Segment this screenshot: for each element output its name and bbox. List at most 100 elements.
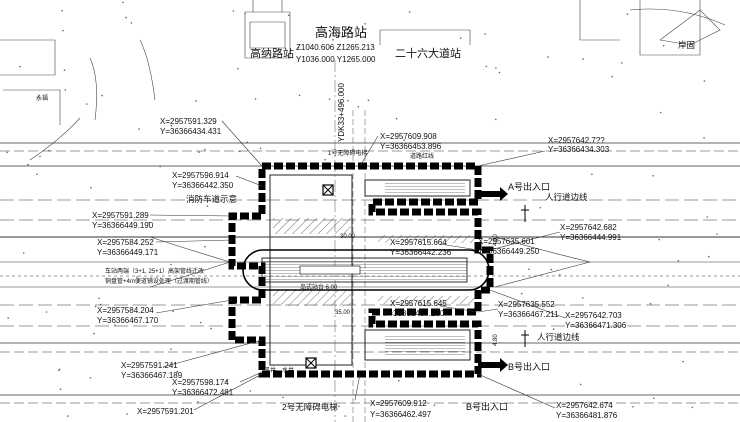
survey-dot (63, 69, 66, 71)
coord-x: X=2957642.674 (556, 401, 613, 410)
survey-dot (225, 380, 228, 383)
survey-dot (39, 155, 41, 158)
coord-x: X=2957642.682 (560, 223, 617, 232)
elevator-2-label: 2号无障碍电梯 (282, 402, 338, 412)
survey-dot (632, 406, 634, 408)
coord-y: Y=36366442.350 (172, 181, 234, 190)
survey-dot (344, 415, 347, 417)
survey-dot (62, 29, 64, 32)
survey-dot (582, 58, 584, 60)
dim-label-4: 4.80 (493, 334, 499, 346)
wind-well-label: 风井 (264, 366, 276, 374)
survey-dot (136, 276, 138, 278)
survey-points (6, 1, 718, 417)
coord-group-c8: X=2957591.201 (137, 407, 194, 416)
survey-dot (433, 404, 436, 407)
survey-dot (579, 383, 582, 386)
survey-dot (338, 405, 340, 408)
survey-dot (649, 302, 652, 305)
coord-y: Y=36366471.306 (565, 321, 627, 330)
survey-dot (357, 106, 360, 108)
survey-dot (659, 111, 662, 114)
survey-dot (98, 297, 100, 300)
coord-y: Y=36366434.303 (548, 145, 610, 154)
coord-x: X=2957584.204 (97, 306, 154, 315)
coord-group-c15: X=2957635.552 Y=36366467.211 (498, 300, 559, 319)
coord-group-c3: X=2957591.289 Y=36366449.190 (92, 211, 154, 230)
crosswalk-a-label: 人行道边线 (545, 192, 588, 202)
coord-y: Y=36366467.211 (498, 310, 559, 319)
survey-dot (582, 297, 584, 299)
survey-dot (706, 216, 708, 218)
track-note-2: 铜盘管+4m便道铺设处理（过渡期管线） (105, 277, 213, 285)
survey-dot (89, 377, 92, 379)
station-title: 高海路站 (315, 25, 367, 40)
exit-arrows (478, 187, 508, 372)
survey-dot (559, 274, 561, 276)
coord-x: X=2957598.174 (172, 378, 229, 387)
coord-x: X=2957591.241 (121, 361, 178, 370)
survey-dot (498, 71, 501, 74)
survey-dot (19, 65, 21, 68)
survey-dot (57, 369, 60, 372)
elevator-boxes (305, 184, 334, 369)
coord-x: X=2957609.908 (380, 132, 437, 141)
survey-dot (367, 99, 370, 102)
survey-dot (210, 327, 212, 330)
survey-dot (485, 65, 488, 68)
dim-label-3: 35.00 (335, 310, 351, 316)
dim-label-2: 4.80 (493, 234, 499, 246)
survey-dot (611, 75, 613, 78)
crosswalk-b-label: 人行道边线 (537, 332, 580, 342)
coord-y: Y=36366434.431 (160, 127, 222, 136)
survey-dot (626, 13, 629, 15)
survey-dot (403, 139, 405, 141)
survey-dot (398, 379, 400, 382)
coord-y: Y=36366472.481 (172, 388, 234, 397)
elevator-1-label: 1号无障碍电梯 (328, 149, 367, 157)
survey-dot (197, 401, 199, 403)
survey-dot (172, 310, 174, 313)
survey-dot (90, 186, 92, 189)
survey-dot (287, 14, 290, 17)
survey-dot (198, 151, 200, 153)
survey-dot (297, 46, 300, 49)
survey-dot (520, 292, 523, 295)
road-red-line-label: 道路红线 (410, 152, 434, 160)
coord-x: X=2957615.664 (390, 238, 447, 247)
survey-dot (408, 11, 411, 13)
coord-group-c12: X=2957642.682 Y=36366444.991 (560, 223, 622, 242)
coord-x: X=2957609.912 (370, 399, 427, 408)
station-coords-line1: Z1040.606 Z1265.213 (296, 43, 375, 52)
survey-dot (552, 328, 555, 330)
survey-dot (495, 67, 497, 69)
left-station-name: 高纳路站 (250, 46, 294, 60)
coord-x: X=2957635.552 (498, 300, 555, 309)
survey-dot (653, 397, 655, 400)
coord-x: X=2957642.7?? (548, 136, 605, 145)
survey-dot (101, 94, 103, 97)
coord-group-c10: X=2957615.664 Y=36366442.236 (390, 238, 452, 257)
survey-dot (64, 89, 67, 91)
survey-dot (170, 263, 172, 266)
coord-y: Y=36366462.497 (370, 410, 432, 419)
survey-dot (27, 163, 29, 166)
survey-dot (691, 406, 694, 409)
survey-dot (282, 396, 284, 399)
coord-group-c17: X=2957609.912 Y=36366462.497 (370, 399, 432, 419)
coord-y: Y=36366481.876 (556, 411, 618, 420)
fire-lane-label: 消防车道示意 (186, 194, 237, 204)
chainage-label: YDK33+496.000 (337, 83, 346, 142)
coord-group-c5: X=2957584.204 Y=36366467.170 (97, 306, 159, 325)
survey-dot (206, 205, 209, 207)
coord-y: Y=36366453.896 (380, 142, 442, 151)
crosswalk-markers (521, 205, 529, 347)
coord-x: X=2957596.914 (172, 171, 229, 180)
survey-dot (662, 45, 665, 47)
survey-dot (86, 103, 88, 105)
coord-y: Y=36366449.190 (92, 221, 154, 230)
survey-dot (364, 23, 366, 25)
survey-dot (254, 98, 257, 100)
survey-dot (170, 124, 173, 127)
survey-dot (126, 413, 128, 415)
